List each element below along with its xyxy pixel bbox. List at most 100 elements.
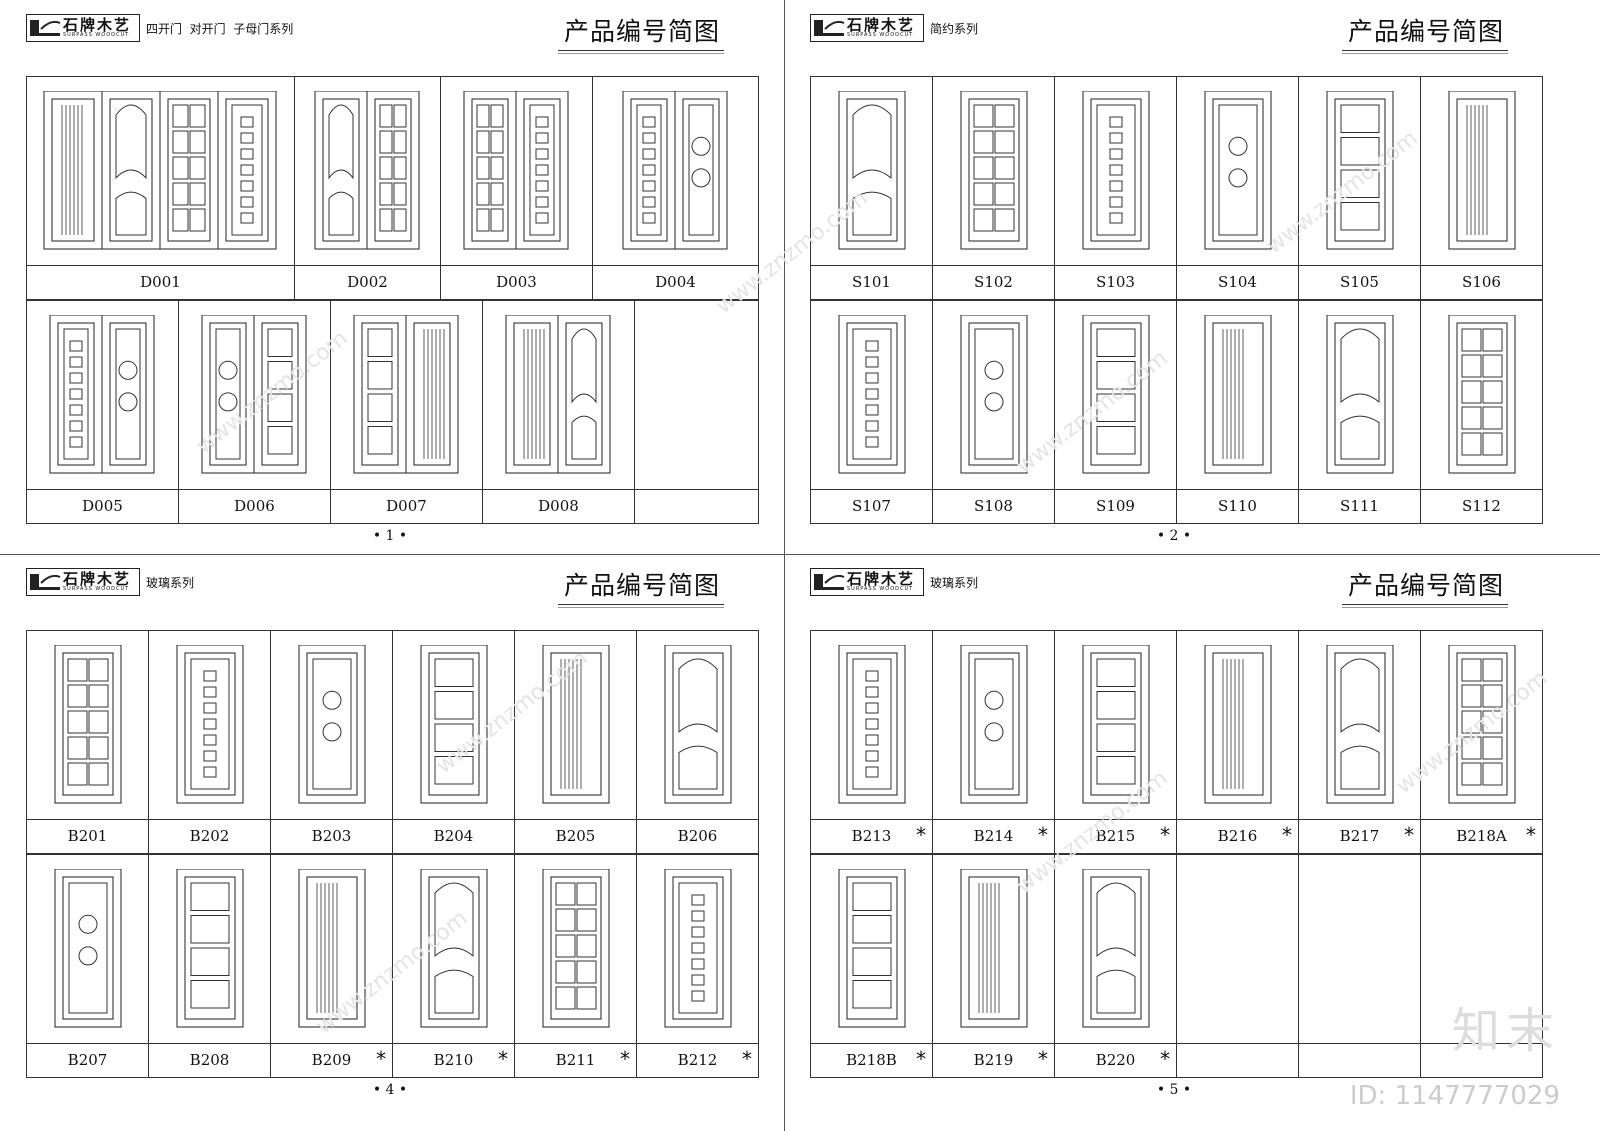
product-cell: S110 bbox=[1176, 300, 1299, 524]
featured-mark: * bbox=[1038, 823, 1048, 847]
catalog-sheet: 石牌木艺 SURPASS WOODCUT 四开门 对开门 子母门系列 产品编号简… bbox=[0, 0, 780, 560]
featured-mark: * bbox=[620, 1047, 630, 1071]
product-cell: B217* bbox=[1298, 630, 1421, 854]
page-number: • 2 • bbox=[1156, 528, 1192, 544]
product-code: B215 bbox=[1055, 819, 1176, 853]
brand-header: 石牌木艺 SURPASS WOODCUT 玻璃系列 bbox=[26, 568, 194, 596]
product-cell: B211* bbox=[514, 854, 637, 1078]
brand-header: 石牌木艺 SURPASS WOODCUT 玻璃系列 bbox=[810, 568, 978, 596]
company-logo: 石牌木艺 SURPASS WOODCUT bbox=[810, 14, 924, 42]
product-cell: S108 bbox=[932, 300, 1055, 524]
empty-cell bbox=[1176, 854, 1299, 1078]
product-cell: B209* bbox=[270, 854, 393, 1078]
product-code: D004 bbox=[593, 265, 758, 299]
product-cell: D007 bbox=[330, 300, 483, 524]
featured-mark: * bbox=[916, 823, 926, 847]
product-code: B209 bbox=[271, 1043, 392, 1077]
product-code: S109 bbox=[1055, 489, 1176, 523]
featured-mark: * bbox=[742, 1047, 752, 1071]
product-code: S102 bbox=[933, 265, 1054, 299]
product-cell: S105 bbox=[1298, 76, 1421, 300]
product-cell: B220* bbox=[1054, 854, 1177, 1078]
empty-label bbox=[1299, 1043, 1420, 1077]
door-drawing bbox=[353, 315, 458, 474]
logo-text-en: SURPASS WOODCUT bbox=[63, 586, 130, 592]
door-drawing bbox=[664, 645, 731, 804]
product-code: S108 bbox=[933, 489, 1054, 523]
watermark-brand: 知末 bbox=[1451, 1003, 1560, 1059]
door-drawing bbox=[54, 869, 121, 1028]
door-drawing bbox=[463, 91, 568, 250]
product-code: B205 bbox=[515, 819, 636, 853]
product-cell: S101 bbox=[810, 76, 933, 300]
empty-cell bbox=[634, 300, 759, 524]
product-cell: S111 bbox=[1298, 300, 1421, 524]
featured-mark: * bbox=[1282, 823, 1292, 847]
product-code: B219 bbox=[933, 1043, 1054, 1077]
door-drawing bbox=[298, 645, 365, 804]
logo-mark-icon bbox=[814, 20, 845, 36]
logo-text-en: SURPASS WOODCUT bbox=[847, 586, 914, 592]
door-drawing bbox=[298, 869, 365, 1028]
product-cell: B218A* bbox=[1420, 630, 1543, 854]
title-underline bbox=[1342, 604, 1508, 608]
product-code: D002 bbox=[295, 265, 440, 299]
page-title: 产品编号简图 bbox=[1347, 17, 1504, 46]
title-underline bbox=[1342, 50, 1508, 54]
catalog-sheet: 石牌木艺 SURPASS WOODCUT 玻璃系列 产品编号简图 B213*B2… bbox=[784, 554, 1564, 1114]
door-drawing bbox=[542, 645, 609, 804]
product-code: S107 bbox=[811, 489, 932, 523]
product-code: B214 bbox=[933, 819, 1054, 853]
logo-text-cn: 石牌木艺 bbox=[63, 16, 132, 34]
product-cell: S112 bbox=[1420, 300, 1543, 524]
door-drawing bbox=[1204, 645, 1271, 804]
logo-text-cn: 石牌木艺 bbox=[847, 570, 916, 588]
product-cell: S104 bbox=[1176, 76, 1299, 300]
door-drawing bbox=[314, 91, 419, 250]
product-cell: B212* bbox=[636, 854, 759, 1078]
product-cell: B203 bbox=[270, 630, 393, 854]
featured-mark: * bbox=[1160, 1047, 1170, 1071]
door-drawing bbox=[960, 645, 1027, 804]
product-code: S104 bbox=[1177, 265, 1298, 299]
door-drawing bbox=[1204, 91, 1271, 250]
empty-label bbox=[1177, 1043, 1298, 1077]
company-logo: 石牌木艺 SURPASS WOODCUT bbox=[26, 568, 140, 596]
door-drawing bbox=[960, 315, 1027, 474]
featured-mark: * bbox=[1038, 1047, 1048, 1071]
door-drawing bbox=[1082, 869, 1149, 1028]
featured-mark: * bbox=[498, 1047, 508, 1071]
watermark-id: ID: 1147777029 bbox=[1349, 1081, 1560, 1111]
series-name: 玻璃系列 bbox=[146, 575, 195, 590]
product-code: S105 bbox=[1299, 265, 1420, 299]
brand-header: 石牌木艺 SURPASS WOODCUT 简约系列 bbox=[810, 14, 978, 42]
product-row: B213*B214*B215*B216*B217*B218A* bbox=[810, 630, 1543, 854]
featured-mark: * bbox=[1160, 823, 1170, 847]
brand-header: 石牌木艺 SURPASS WOODCUT 四开门 对开门 子母门系列 bbox=[26, 14, 293, 42]
featured-mark: * bbox=[916, 1047, 926, 1071]
logo-text-en: SURPASS WOODCUT bbox=[63, 32, 130, 38]
door-drawing bbox=[505, 315, 610, 474]
product-cell: B201 bbox=[26, 630, 149, 854]
product-cell: B206 bbox=[636, 630, 759, 854]
product-code: D005 bbox=[27, 489, 178, 523]
product-code: B210 bbox=[393, 1043, 514, 1077]
page-number: • 1 • bbox=[372, 528, 408, 544]
page-title: 产品编号简图 bbox=[563, 17, 720, 46]
product-cell: D005 bbox=[26, 300, 179, 524]
product-code: B208 bbox=[149, 1043, 270, 1077]
door-drawing bbox=[176, 869, 243, 1028]
product-code: B218A bbox=[1421, 819, 1542, 853]
door-drawing bbox=[838, 645, 905, 804]
product-code: B217 bbox=[1299, 819, 1420, 853]
